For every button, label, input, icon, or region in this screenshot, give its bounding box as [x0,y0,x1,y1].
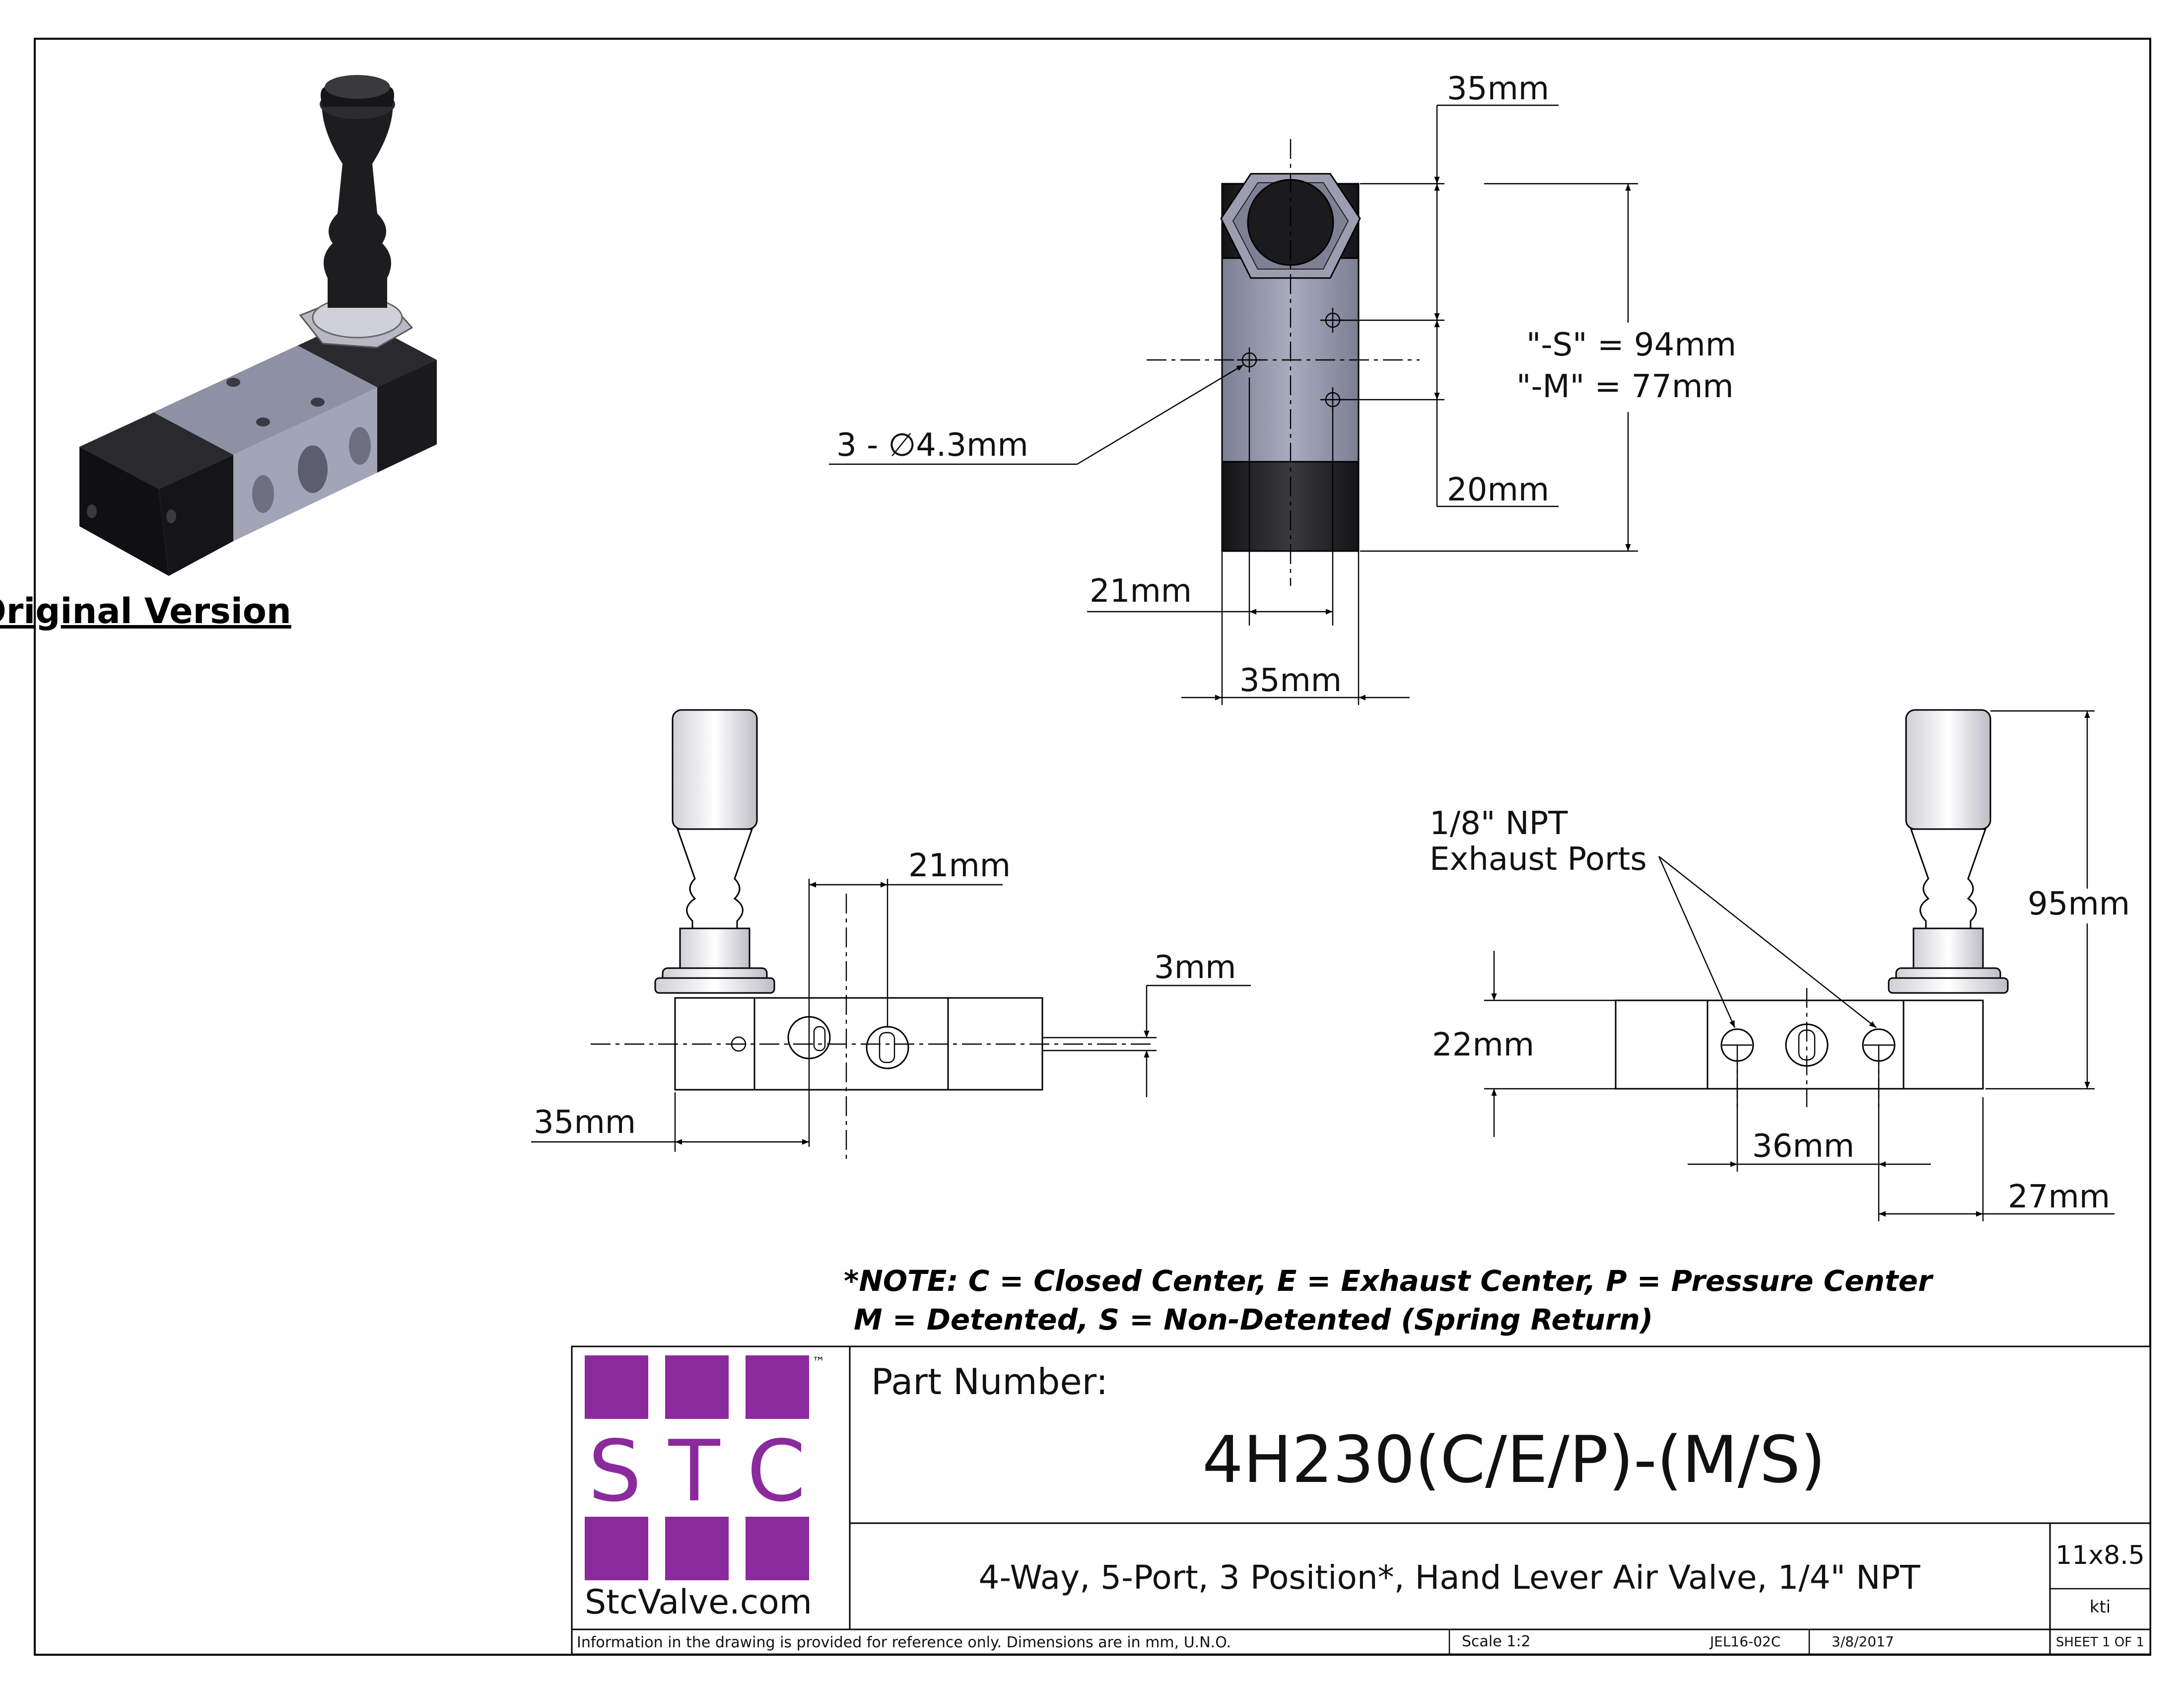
note-line-2: M = Detented, S = Non-Detented (Spring R… [854,1303,1653,1336]
logo-tm: ™ [812,1355,825,1370]
top-dim-35-bottom: 35mm [1239,662,1342,699]
sheet-size: 11x8.5 [2055,1541,2145,1570]
drawing-number: JEL16-02C [1709,1633,1780,1650]
logo-square [585,1355,648,1419]
right-dim-ports-2: Exhaust Ports [1430,841,1647,878]
top-dim-holes: 3 - ∅4.3mm [836,427,1028,464]
logo-square [665,1355,729,1419]
iso-label: Original Version [0,591,291,632]
top-dim-21: 21mm [1090,573,1192,610]
part-number-label: Part Number: [871,1361,1108,1403]
title-block [571,1345,2151,1655]
left-dim-3: 3mm [1154,949,1236,986]
top-dim-20: 20mm [1447,472,1549,508]
website: StcValve.com [585,1583,812,1622]
side-view-right [1484,709,2115,1221]
drawn-by: kti [2090,1597,2111,1617]
logo-square [746,1355,809,1419]
disclaimer: Information in the drawing is provided f… [577,1634,1231,1651]
right-dim-95: 95mm [2028,886,2130,922]
top-dim-35: 35mm [1447,70,1549,107]
description: 4-Way, 5-Port, 3 Position*, Hand Lever A… [979,1558,1921,1597]
right-dim-36: 36mm [1752,1128,1854,1165]
side-view-left [531,709,1251,1162]
logo-square [585,1517,648,1580]
logo-square [746,1517,809,1580]
left-dim-21: 21mm [908,847,1011,884]
isometric-view [79,75,437,576]
note-line-1: *NOTE: C = Closed Center, E = Exhaust Ce… [844,1264,1934,1298]
left-dim-35: 35mm [534,1104,636,1141]
top-dim-s: "-S" = 94mm [1526,327,1736,363]
sheet-number: SHEET 1 OF 1 [2056,1635,2144,1650]
right-dim-22: 22mm [1432,1027,1534,1063]
top-view [829,104,1638,705]
logo-square [665,1517,729,1580]
right-dim-ports-1: 1/8" NPT [1430,805,1568,842]
date: 3/8/2017 [1832,1633,1894,1650]
right-dim-27: 27mm [2008,1179,2110,1215]
part-number: 4H230(C/E/P)-(M/S) [1202,1422,1826,1497]
top-dim-m: "-M" = 77mm [1516,368,1734,405]
scale: Scale 1:2 [1462,1633,1531,1650]
logo-letters: S T C [588,1422,806,1521]
